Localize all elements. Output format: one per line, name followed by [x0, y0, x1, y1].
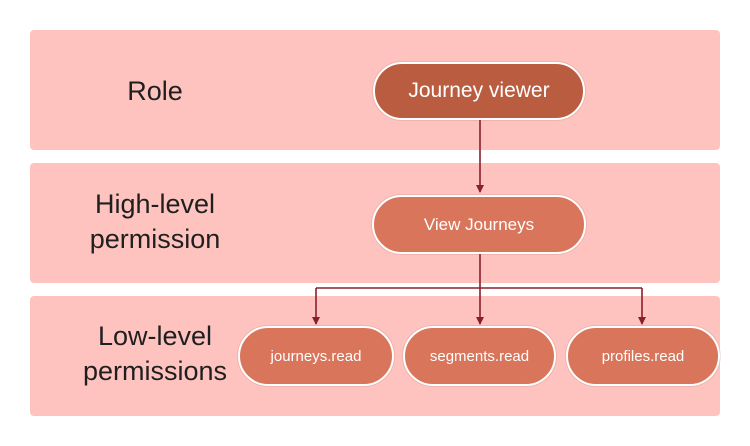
band-label-low-level-line-2: permissions: [82, 356, 228, 387]
band-label-high-level-permission: High-level permission: [30, 187, 280, 257]
low-level-permission-node-label: profiles.read: [601, 347, 685, 365]
high-level-permission-node: View Journeys: [372, 195, 586, 254]
low-level-permission-node: profiles.read: [566, 326, 720, 386]
low-level-permission-node-label: segments.read: [429, 347, 530, 365]
band-label-low-level-permissions: Low-level permissions: [30, 319, 280, 389]
low-level-permission-node: journeys.read: [238, 326, 394, 386]
low-level-permission-node: segments.read: [403, 326, 556, 386]
high-level-permission-node-label: View Journeys: [423, 214, 535, 234]
role-node: Journey viewer: [373, 62, 585, 120]
band-label-high-level-line-2: permission: [89, 224, 221, 255]
band-label-high-level-line-1: High-level: [94, 189, 216, 219]
band-label-role: Role: [30, 74, 280, 109]
role-node-label: Journey viewer: [408, 79, 550, 102]
low-level-permission-node-label: journeys.read: [270, 347, 362, 365]
band-label-role-line: Role: [127, 76, 183, 106]
band-high-level-permission: High-level permission: [30, 163, 720, 283]
band-label-low-level-line-1: Low-level: [97, 321, 213, 351]
